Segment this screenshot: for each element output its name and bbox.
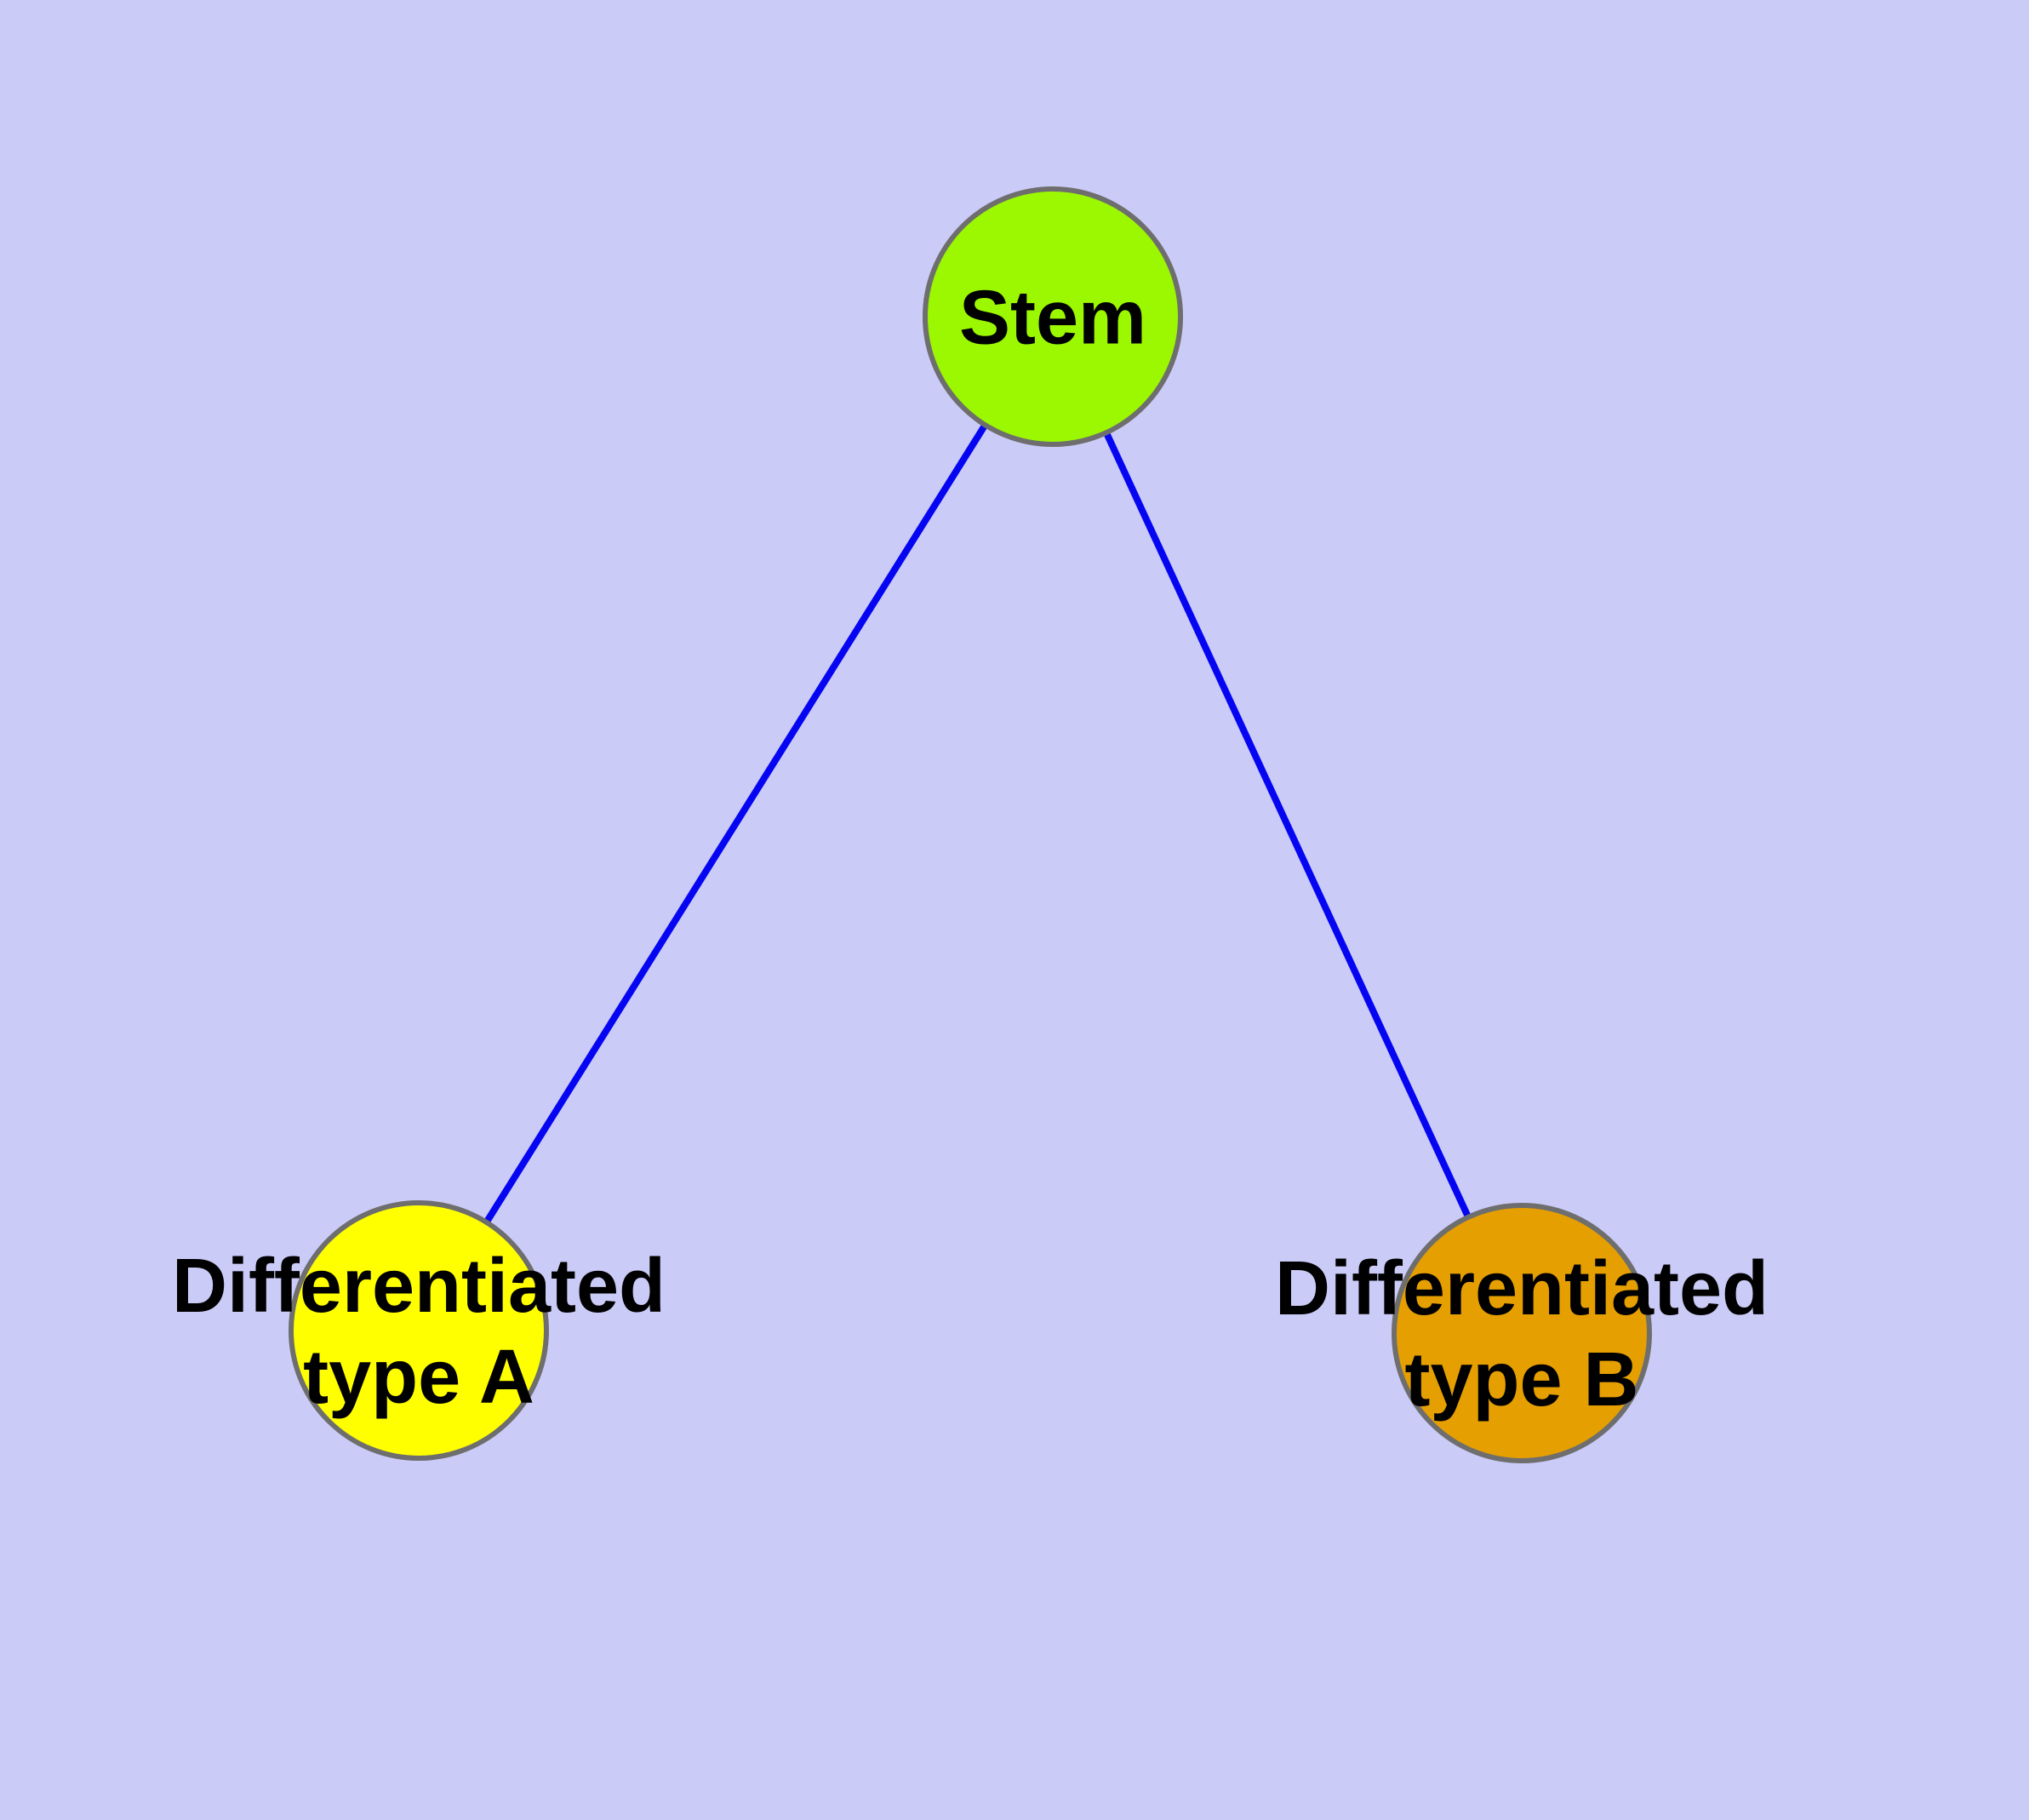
edge-stem-type-a	[415, 314, 1056, 1333]
node-type-b-circle	[1392, 1203, 1652, 1463]
edge-layer	[415, 314, 1525, 1335]
node-stem-circle	[923, 186, 1183, 447]
node-stem: Stem	[923, 186, 1183, 447]
edge-stem-type-b	[1049, 315, 1525, 1335]
node-type-a-circle	[289, 1200, 549, 1461]
node-stem-label: Stem	[959, 276, 1146, 361]
